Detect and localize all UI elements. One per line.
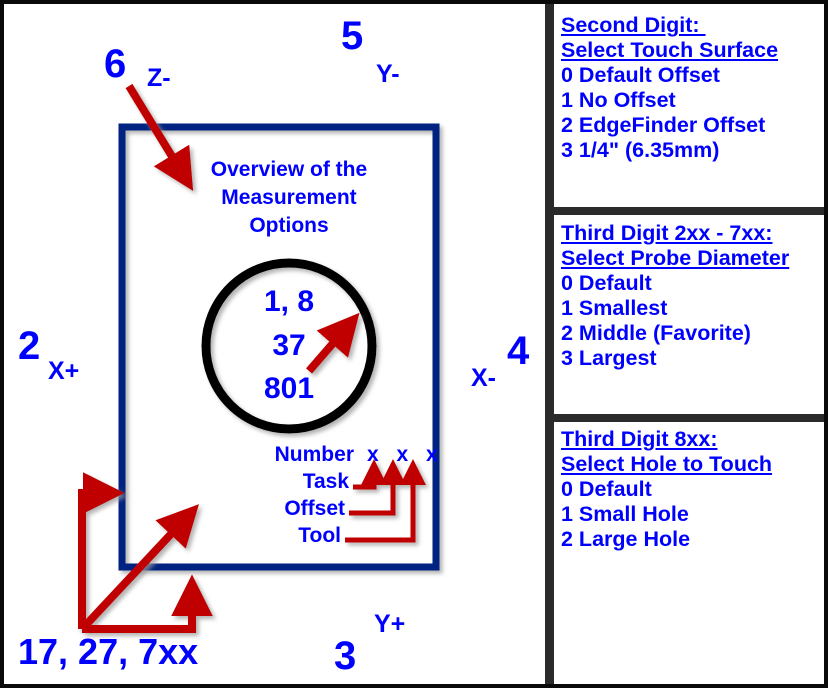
legend-heading-line-2: Select Hole to Touch (561, 452, 773, 476)
legend-option-item: 2 EdgeFinder Offset (561, 113, 766, 137)
legend-heading-line-2: Select Probe Diameter (561, 246, 790, 270)
callout-number-6: 6 (104, 42, 127, 86)
legend-heading-line-1: Third Digit 8xx: (561, 427, 718, 451)
arrow-probe-direction (305, 312, 360, 374)
legend-section-second-digit: Second Digit: Select Touch Surface 0 Def… (554, 13, 824, 163)
axis-label-x-plus: X+ (48, 357, 80, 385)
diagram-vector-layer (59, 59, 501, 633)
legend-option-item: 3 Largest (561, 346, 657, 370)
circle-value-line-2: 37 (272, 329, 306, 362)
legend-heading-line-1: Third Digit 2xx - 7xx: (561, 221, 773, 245)
circle-value-line-3: 801 (263, 372, 315, 405)
arrow-z-minus (125, 83, 194, 192)
legend-option-item: 1 Smallest (561, 296, 668, 320)
digit-connector-arrows (345, 459, 427, 543)
digit-legend-label-number: Number (274, 443, 354, 466)
legend-option-item: 1 Small Hole (561, 502, 689, 526)
digit-legend-label-task: Task (302, 470, 349, 493)
diagram-title-line-3: Options (249, 214, 329, 237)
callout-number-4: 4 (507, 329, 530, 373)
legend-option-item: 3 1/4" (6.35mm) (561, 138, 720, 162)
legend-option-item: 0 Default (561, 477, 652, 501)
legend-option-item: 2 Middle (Favorite) (561, 321, 751, 345)
legend-option-item: 0 Default Offset (561, 63, 720, 87)
callout-number-5: 5 (341, 14, 364, 58)
legend-heading-line-1: Second Digit: (561, 13, 706, 37)
arrow-group-17-27-7xx (78, 472, 213, 633)
digit-legend-label-offset: Offset (284, 497, 345, 520)
legend-section-third-digit-8xx: Third Digit 8xx: Select Hole to Touch 0 … (554, 427, 824, 552)
legend-section-third-digit-2xx-7xx: Third Digit 2xx - 7xx: Select Probe Diam… (554, 221, 824, 371)
measurement-overview-diagram: 6 Z- 5 Y- 2 X+ 4 X- 3 Y+ Overview of the… (4, 4, 545, 684)
axis-label-y-plus: Y+ (374, 610, 406, 638)
diagram-title-line-2: Measurement (221, 186, 357, 209)
axis-label-z-minus: Z- (147, 64, 171, 92)
legend-section-rule-1 (554, 207, 824, 215)
options-legend-panel: Second Digit: Select Touch Surface 0 Def… (554, 4, 824, 684)
digit-legend-label-tool: Tool (298, 524, 341, 547)
axis-label-y-minus: Y- (376, 60, 400, 88)
hole-circle (201, 258, 377, 434)
digit-legend-placeholder: x x x (367, 443, 444, 466)
axis-label-x-minus: X- (471, 364, 496, 392)
panel-divider (545, 4, 554, 684)
callout-number-3: 3 (334, 634, 357, 678)
legend-heading-line-2: Select Touch Surface (561, 38, 779, 62)
legend-option-item: 1 No Offset (561, 88, 676, 112)
legend-option-item: 2 Large Hole (561, 527, 691, 551)
bottom-code-label: 17, 27, 7xx (18, 631, 199, 672)
callout-number-2: 2 (18, 324, 41, 368)
legend-option-item: 0 Default (561, 271, 652, 295)
diagram-title-line-1: Overview of the (210, 158, 368, 181)
legend-section-rule-2 (554, 414, 824, 422)
circle-value-line-1: 1, 8 (263, 285, 315, 318)
